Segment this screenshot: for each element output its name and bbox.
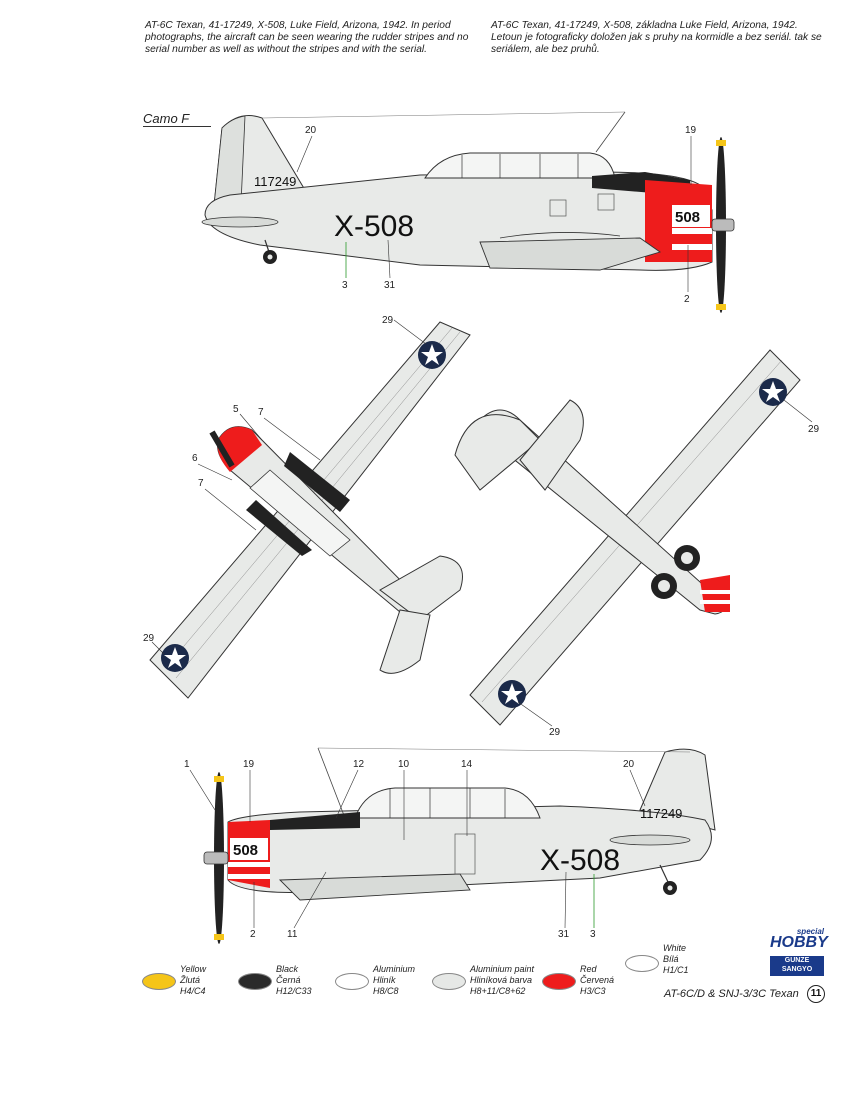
callout-2: 2: [684, 294, 690, 305]
fuselage-code-2: X-508: [540, 844, 620, 877]
callout-r-19: 19: [243, 759, 255, 770]
legend-red-cz: Červená: [580, 975, 615, 985]
nose-number-1: 508: [675, 209, 700, 226]
callout-top-29b: 29: [143, 633, 155, 644]
legend-yellow-code: H4/C4: [180, 986, 206, 996]
callout-31: 31: [384, 280, 396, 291]
logo-hobby-text: HOBBY: [770, 934, 828, 951]
callout-r-1: 1: [184, 759, 190, 770]
callout-r-10: 10: [398, 759, 410, 770]
legend-aluminium-en: Aluminium: [373, 964, 416, 974]
legend-yellow-en: Yellow: [180, 964, 207, 974]
swatch-black: [238, 973, 272, 990]
swatch-yellow: [142, 973, 176, 990]
legend-white-en: White: [663, 943, 687, 953]
legend-red-code: H3/C3: [580, 986, 606, 996]
legend-aluminium-code: H8/C8: [373, 986, 399, 996]
footer-title: AT-6C/D & SNJ-3/3C Texan: [664, 988, 799, 1000]
logo-sangyo-text: SANGYO: [781, 966, 813, 973]
callout-top-5: 5: [233, 404, 239, 415]
legend-black-en: Black: [276, 964, 299, 974]
callout-r-31: 31: [558, 929, 570, 940]
page-number: 11: [807, 985, 825, 1003]
legend-black-code: H12/C33: [276, 986, 312, 996]
callout-19: 19: [685, 125, 697, 136]
swatch-aluminium: [335, 973, 369, 990]
nose-number-2: 508: [233, 842, 258, 859]
legend-black-cz: Černá: [276, 975, 301, 985]
swatch-white: [625, 955, 659, 972]
description-english: AT-6C Texan, 41-17249, X-508, Luke Field…: [145, 20, 469, 55]
callout-r-12: 12: [353, 759, 365, 770]
legend-white-cz: Bílá: [663, 954, 679, 964]
callout-r-11: 11: [287, 929, 298, 940]
swatch-red: [542, 973, 576, 990]
side-view-left: 508 X-508 117249 20 19 3 31 2: [201, 111, 735, 313]
special-hobby-logo: special HOBBY: [770, 927, 828, 952]
legend-red-en: Red: [580, 964, 597, 974]
callout-20: 20: [305, 125, 317, 136]
legend-aluminium-cz: Hliník: [373, 975, 396, 985]
legend-aluminium-paint-code: H8+11/C8+62: [470, 986, 526, 996]
swatch-aluminium-paint: [432, 973, 466, 990]
legend-aluminium-paint-cz: Hliníková barva: [470, 975, 533, 985]
callout-top-7b: 7: [198, 478, 204, 489]
callout-top-29a: 29: [382, 315, 394, 326]
description-czech: AT-6C Texan, 41-17249, X-508, základna L…: [491, 20, 822, 55]
tail-serial-1: 117249: [254, 174, 296, 189]
logo-gunze-text: GUNZE: [784, 957, 810, 964]
callout-top-6: 6: [192, 453, 198, 464]
callout-r-2: 2: [250, 929, 256, 940]
camo-underline: [143, 126, 211, 127]
fuselage-code-1: X-508: [334, 210, 414, 243]
tail-serial-2: 117249: [640, 806, 682, 821]
callout-bottom-29b: 29: [549, 727, 561, 738]
legend-yellow-cz: Žlutá: [180, 975, 201, 985]
legend-aluminium-paint-en: Aluminium paint: [470, 964, 535, 974]
callout-bottom-29a: 29: [808, 424, 820, 435]
bottom-view: 29 29: [454, 349, 820, 738]
legend-white-code: H1/C1: [663, 965, 689, 975]
callout-r-20: 20: [623, 759, 635, 770]
side-view-right: 508 X-508 117249 1 19 12 10 14 20 2 11: [184, 747, 716, 944]
callout-top-7a: 7: [258, 407, 264, 418]
logo-special-text: special: [796, 927, 824, 936]
top-view: 29 5 7 6 7 29: [143, 315, 471, 699]
callout-r-3: 3: [590, 929, 596, 940]
callout-3: 3: [342, 280, 348, 291]
camo-label: Camo F: [143, 111, 190, 126]
gunze-sangyo-logo: GUNZE SANGYO: [770, 956, 824, 976]
callout-r-14: 14: [461, 759, 473, 770]
